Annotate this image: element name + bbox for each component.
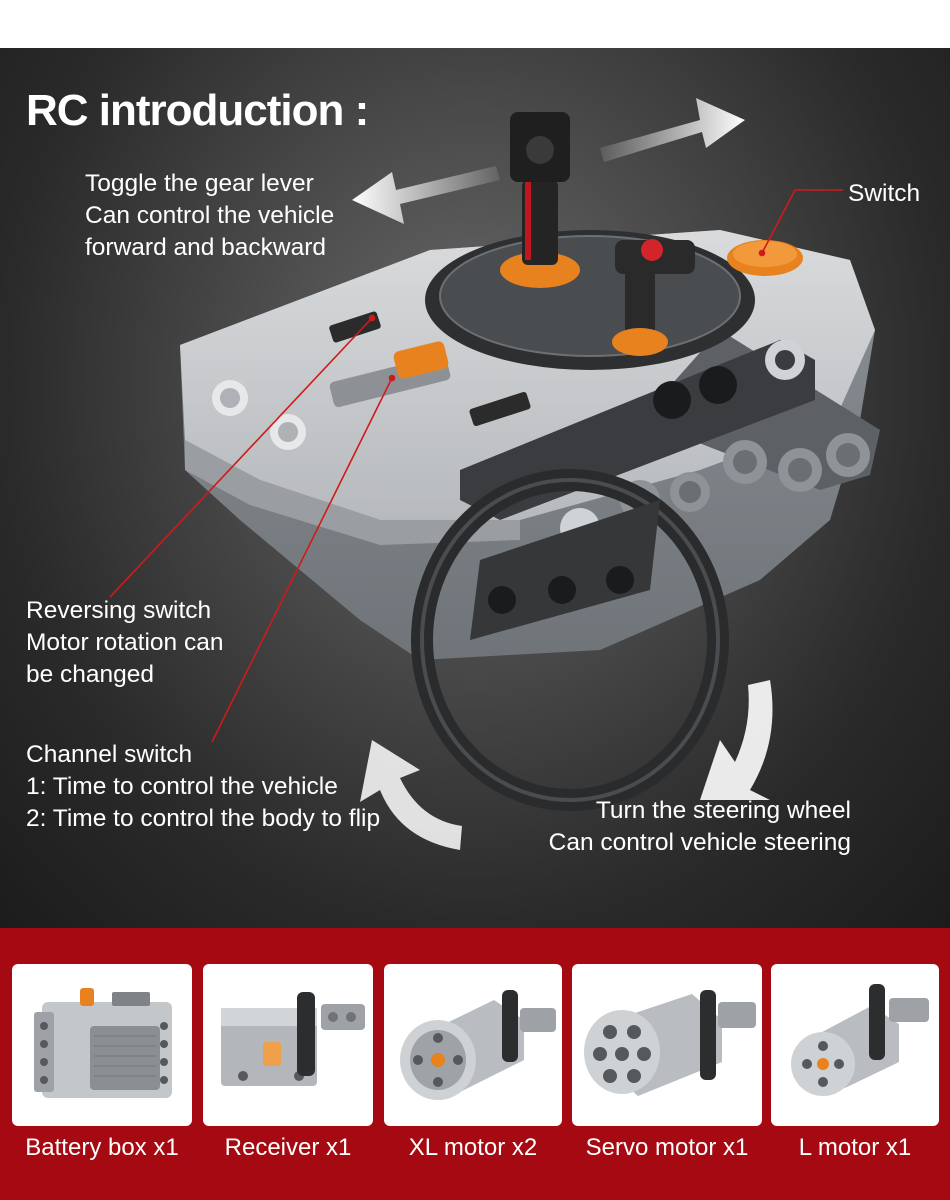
page-title: RC introduction : xyxy=(26,86,369,135)
gear-lever-callout: Toggle the gear lever Can control the ve… xyxy=(85,168,334,264)
backward-arrow-icon xyxy=(352,166,500,224)
part-card-xl-motor xyxy=(384,964,562,1126)
xl-motor-icon xyxy=(400,990,556,1100)
remote-controller-illustration xyxy=(109,98,880,850)
callout-line: Channel switch xyxy=(26,741,193,768)
reversing-switch xyxy=(393,341,449,379)
callout-line: Motor rotation can xyxy=(26,629,224,656)
part-label-xl-motor: XL motor x2 xyxy=(408,1134,538,1161)
top-margin xyxy=(0,0,950,48)
callout-line: Reversing switch xyxy=(26,597,212,624)
gear-lever xyxy=(500,112,580,288)
l-motor-icon xyxy=(791,984,929,1096)
forward-arrow-icon xyxy=(600,98,745,162)
callout-line: Can control the vehicle xyxy=(85,202,335,229)
part-card-l-motor xyxy=(771,964,939,1126)
callout-line: Turn the steering wheel xyxy=(595,797,851,824)
callout-line: 2: Time to control the body to flip xyxy=(26,805,381,832)
receiver-icon xyxy=(221,992,365,1086)
callout-line: be changed xyxy=(26,661,155,688)
battery-box-icon xyxy=(34,988,172,1098)
callout-line: Can control vehicle steering xyxy=(548,829,851,856)
part-label-battery-box: Battery box x1 xyxy=(25,1134,179,1161)
callout-line: forward and backward xyxy=(85,234,327,261)
joystick-dome xyxy=(425,230,755,370)
part-label-servo-motor: Servo motor x1 xyxy=(585,1134,749,1161)
hero-panel: RC introduction : Toggle the gear lever … xyxy=(0,48,950,928)
reversing-switch-callout: Reversing switch Motor rotation can be c… xyxy=(26,595,223,691)
power-switch-button xyxy=(727,240,803,276)
rotate-clockwise-arrow-icon xyxy=(700,680,773,800)
steering-wheel xyxy=(411,469,729,811)
switch-callout: Switch xyxy=(848,178,920,210)
part-card-receiver xyxy=(203,964,373,1126)
callout-line: Toggle the gear lever xyxy=(85,170,314,197)
steering-axle-joint xyxy=(612,239,695,356)
part-card-battery-box xyxy=(12,964,192,1126)
callout-line: Switch xyxy=(848,180,921,207)
steering-callout: Turn the steering wheel Can control vehi… xyxy=(520,795,851,859)
servo-motor-icon xyxy=(584,990,756,1096)
channel-switch-callout: Channel switch 1: Time to control the ve… xyxy=(26,739,380,835)
rotate-counterclockwise-arrow-icon xyxy=(360,740,462,850)
callout-line: 1: Time to control the vehicle xyxy=(26,773,338,800)
leader-lines xyxy=(109,189,843,743)
part-label-l-motor: L motor x1 xyxy=(798,1134,912,1161)
part-label-receiver: Receiver x1 xyxy=(224,1134,352,1161)
part-card-servo-motor xyxy=(572,964,762,1126)
parts-panel: Battery box x1 Receiver x1 XL motor x2 S… xyxy=(0,928,950,1200)
